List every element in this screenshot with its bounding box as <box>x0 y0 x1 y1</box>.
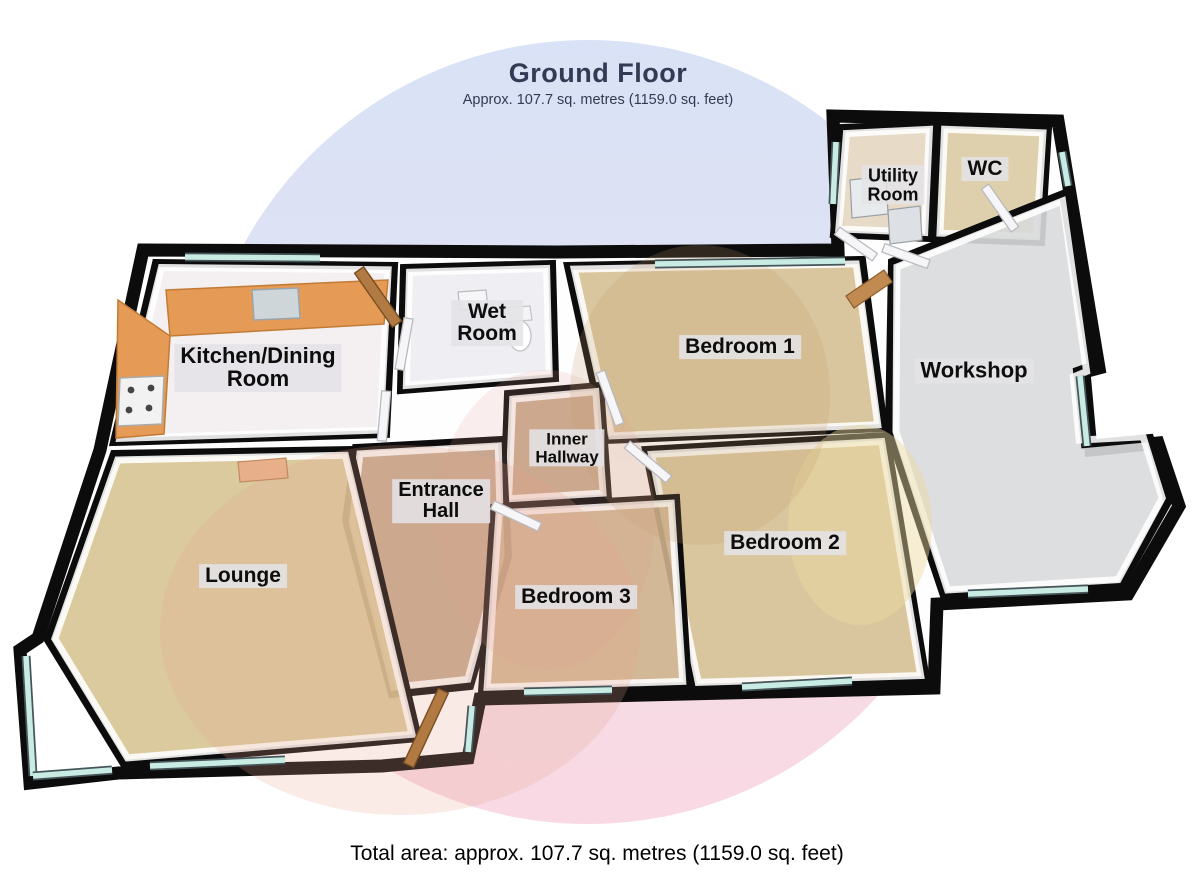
window-glass-1 <box>830 141 839 205</box>
window-glass-5 <box>741 678 853 690</box>
stove-burner-icon <box>125 406 133 414</box>
utility-appliance-icon <box>887 205 923 245</box>
window-glass-9 <box>149 757 286 769</box>
utility-board-icon <box>845 269 893 309</box>
basin-icon <box>457 289 489 311</box>
front-door-icon <box>402 687 450 769</box>
interior-door-icon-1 <box>595 369 625 427</box>
page-subtitle: Approx. 107.7 sq. metres (1159.0 sq. fee… <box>462 92 734 108</box>
stove-burner-icon <box>147 384 155 392</box>
window-glass-2 <box>654 258 846 267</box>
utility-appliance-icon <box>849 175 889 219</box>
stove-icon <box>117 375 165 427</box>
window-glass-11 <box>1059 151 1071 187</box>
room-lounge-wallface <box>51 451 417 762</box>
window-glass-10 <box>465 705 475 753</box>
toilet-tank-icon <box>503 305 533 323</box>
interior-door-icon-2 <box>623 440 673 484</box>
room-bedroom3-wallface <box>483 499 687 691</box>
page-title: Ground Floor <box>508 58 688 88</box>
interior-door-icon-0 <box>394 316 414 372</box>
watermark-blob-0 <box>160 445 640 815</box>
window-glass-6 <box>523 687 613 695</box>
interior-door-icon-4 <box>376 389 392 443</box>
room-inner-wallface <box>504 387 607 503</box>
interior-door-icon-7 <box>881 242 931 270</box>
window-glass-7 <box>23 655 36 777</box>
stove-burner-icon <box>145 404 153 412</box>
lounge-sideboard-icon <box>237 457 289 483</box>
watermark-blob-3 <box>435 370 655 670</box>
total-area-text: Total area: approx. 107.7 sq. metres (11… <box>350 842 844 865</box>
room-workshop-floor <box>884 188 1173 601</box>
title-block: Ground Floor Approx. 107.7 sq. metres (1… <box>0 58 1196 108</box>
room-lounge-floor <box>43 445 423 769</box>
window-glass-0 <box>184 254 321 261</box>
room-utility-wallface <box>835 125 934 237</box>
interior-door-icon-3 <box>489 500 543 532</box>
window-glass-8 <box>32 767 113 779</box>
stove-burner-icon <box>127 386 135 394</box>
kitchen-sink-icon <box>251 287 301 321</box>
watermark-blob-2 <box>570 245 830 545</box>
toilet-icon <box>508 320 532 352</box>
interior-door-icon-6 <box>980 183 1020 233</box>
watermark-blob-1 <box>788 425 932 625</box>
window-glass-4 <box>967 586 1089 597</box>
window-glass-3 <box>1077 375 1090 447</box>
interior-door-icon-5 <box>833 226 879 262</box>
room-workshop-wallface <box>892 196 1167 594</box>
back-door-icon <box>353 265 403 329</box>
